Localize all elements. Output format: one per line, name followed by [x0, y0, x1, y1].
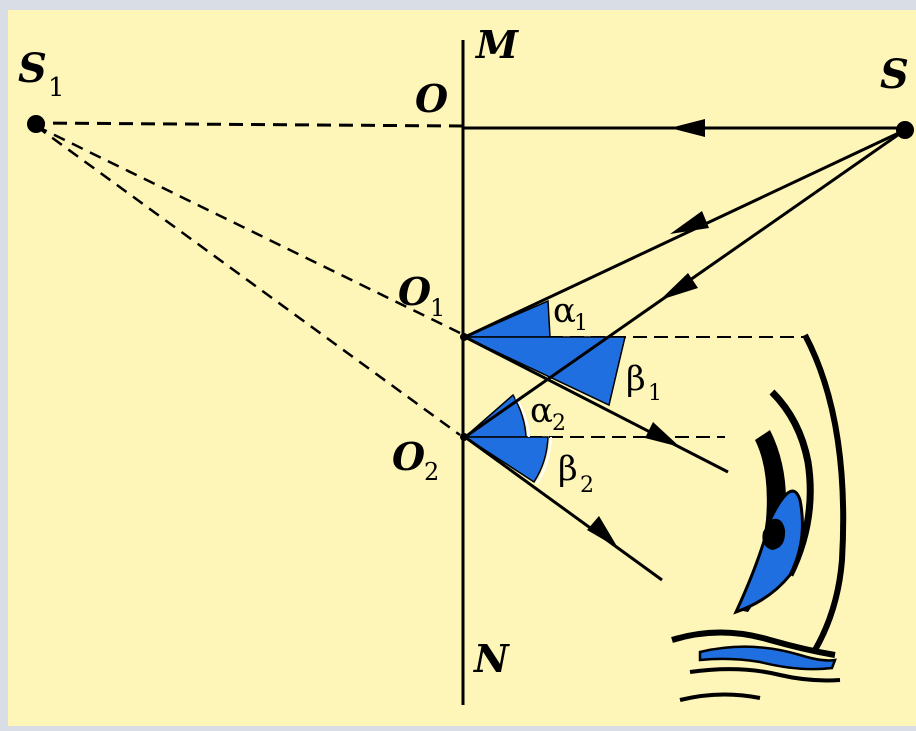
label-s1: S: [18, 45, 47, 92]
label-s: S: [880, 51, 909, 98]
label-alpha2-sub: 2: [552, 411, 566, 436]
point-o2-dot: [460, 433, 468, 441]
reflected-ray-o1-arrow: [645, 422, 680, 447]
label-o: O: [415, 76, 448, 121]
label-alpha1: α: [553, 291, 576, 331]
ray-s-to-o-arrow: [670, 119, 705, 137]
label-o2: O: [392, 434, 425, 479]
dashed-o-to-s1: [35, 121, 464, 128]
label-n: N: [473, 636, 510, 681]
label-beta2: β: [558, 449, 578, 489]
point-s1-dot: [27, 115, 45, 133]
reflected-ray-o1: [464, 335, 729, 474]
point-s-dot: [896, 121, 914, 139]
ray-s-to-o1: [464, 128, 906, 339]
angle-beta2-wedge: [462, 436, 549, 484]
point-o1-dot: [460, 333, 468, 341]
label-o2-sub: 2: [424, 458, 439, 486]
label-m: M: [474, 22, 519, 67]
label-beta2-sub: 2: [580, 473, 594, 498]
dashed-s1-to-o2: [35, 124, 461, 437]
label-o1: O: [398, 269, 431, 314]
label-beta1-sub: 1: [648, 381, 662, 406]
label-beta1: β: [626, 359, 646, 399]
eye-icon: [671, 333, 847, 702]
label-alpha2: α: [530, 391, 553, 431]
ray-s-to-o1-arrow: [670, 211, 709, 234]
reflected-ray-o2-arrow: [587, 516, 618, 548]
label-s1-sub: 1: [48, 73, 65, 103]
label-o1-sub: 1: [430, 294, 445, 322]
reflected-ray-o2: [464, 435, 663, 582]
label-alpha1-sub: 1: [574, 311, 588, 336]
ray-s-to-o2-arrow: [660, 273, 698, 300]
angle-beta2-arc: [536, 436, 552, 485]
